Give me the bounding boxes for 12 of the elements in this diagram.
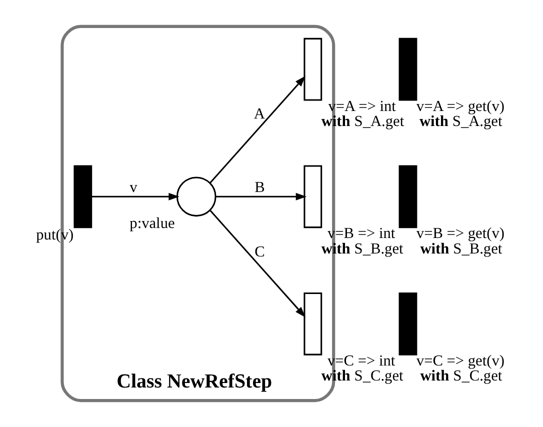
node-label: v=C => get(v) with S_C.get: [416, 352, 504, 385]
node-label: v=B => get(v) with S_B.get: [416, 225, 504, 258]
node-label: v=A => int with S_A.get: [321, 98, 404, 130]
edge-label: B: [254, 179, 265, 196]
node-label: p:value: [130, 215, 175, 232]
edge-label: v: [130, 179, 138, 196]
node-label: v=A => get(v) with S_A.get: [416, 98, 504, 130]
node-label: v=C => int with S_C.get: [321, 352, 404, 385]
edge-label: A: [254, 105, 265, 122]
node-label: v=B => int with S_B.get: [321, 225, 404, 258]
node-label: put(v): [36, 226, 74, 244]
edge-label: C: [254, 243, 265, 260]
